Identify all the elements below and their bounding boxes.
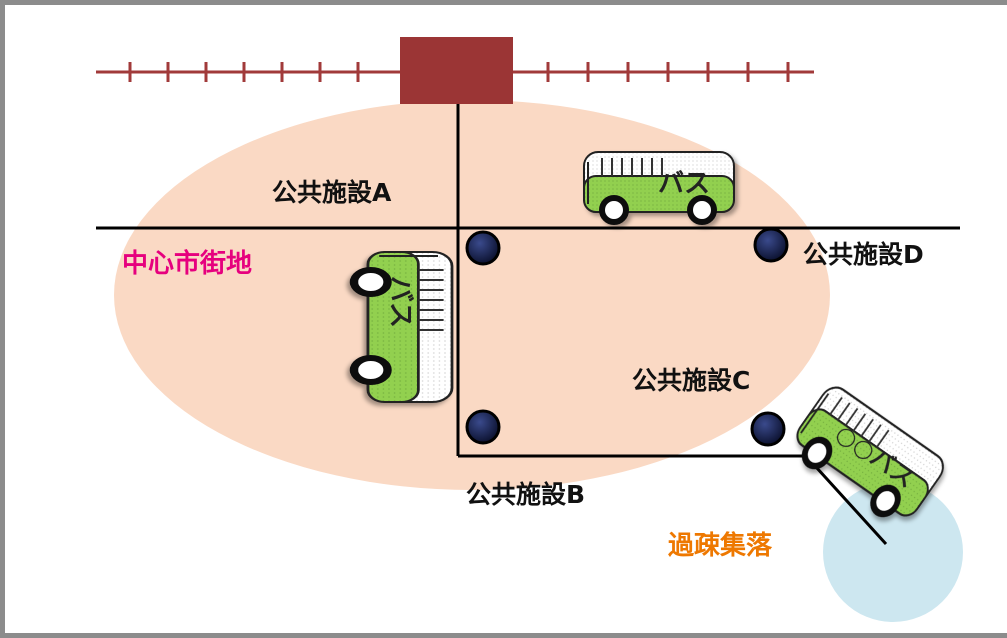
bus-stop-icon xyxy=(750,411,786,447)
village-label: 過疎集落 xyxy=(668,531,773,561)
facility-b-label: 公共施設B xyxy=(466,480,586,509)
facility-d-label: 公共施設D xyxy=(803,240,924,269)
bus-icon: バス xyxy=(354,252,452,402)
station-icon xyxy=(400,37,513,104)
village-area xyxy=(823,482,963,622)
bus-stop-icon xyxy=(465,409,501,445)
facility-c-label: 公共施設C xyxy=(632,366,751,395)
bus-top-label: バス xyxy=(658,169,710,199)
bus-left-label: バス xyxy=(385,276,415,328)
facility-a-label: 公共施設A xyxy=(272,178,392,207)
downtown-label: 中心市街地 xyxy=(122,249,253,279)
bus-stop-icon xyxy=(753,227,789,263)
bus-stop-icon xyxy=(465,230,501,266)
bus-icon: バス xyxy=(584,152,734,222)
road-network xyxy=(96,100,960,546)
